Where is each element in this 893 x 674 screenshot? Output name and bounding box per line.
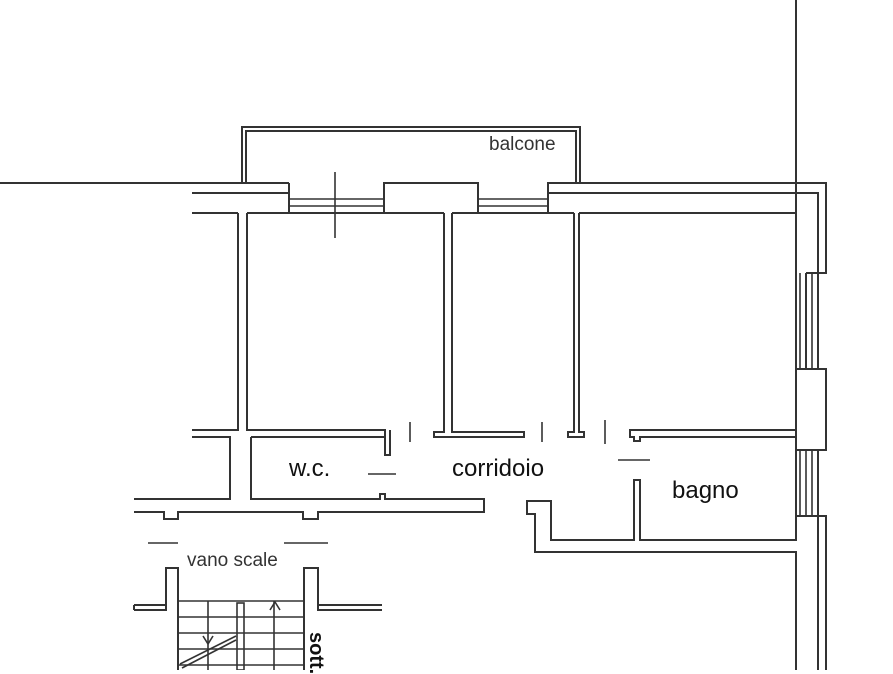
staircase: [133, 567, 382, 670]
room-label-wc: w.c.: [289, 455, 331, 482]
interior-walls: [192, 212, 797, 475]
room-label-corridoio: corridoio: [452, 455, 545, 482]
balcony: [241, 126, 581, 183]
wc-walls: [134, 436, 485, 544]
room-label-vano-scale: vano scale: [187, 550, 278, 571]
room-label-bagno: bagno: [672, 477, 739, 504]
top-exterior-wall: [192, 172, 827, 274]
room-label-sott: sott.: [305, 632, 327, 674]
right-exterior-wall: [526, 0, 827, 670]
room-label-balcone: balcone: [489, 134, 556, 155]
